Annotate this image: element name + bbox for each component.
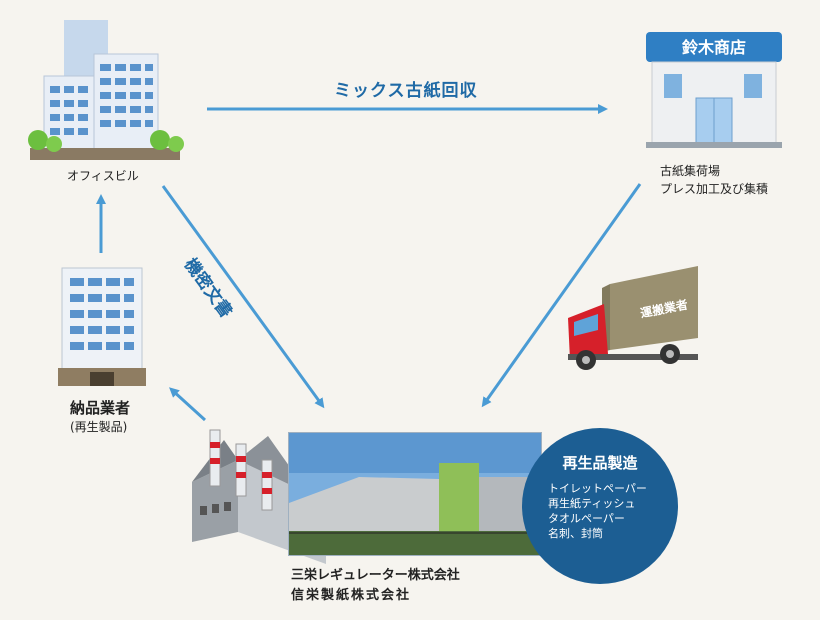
bubble-item: タオルペーパー — [548, 512, 625, 525]
truck-icon — [560, 262, 704, 374]
vendor-building-icon — [56, 264, 148, 388]
recycled-products-bubble: 再生品製造 トイレットペーパー 再生紙ティッシュ タオルペーパー 名刺、封筒 — [522, 428, 678, 584]
arrow-label-mixed: ミックス古紙回収 — [334, 81, 478, 101]
bubble-item: トイレットペーパー — [548, 482, 647, 495]
arrow-shop-to-factory — [481, 183, 642, 408]
office-building-icon — [20, 14, 188, 166]
bubble-title: 再生品製造 — [562, 454, 638, 472]
bubble-item: 名刺、封筒 — [548, 527, 603, 540]
arrow-factory-to-vendor — [169, 387, 207, 422]
office-label: オフィスビル — [67, 169, 139, 183]
shop-caption-1: 古紙集荷場 — [660, 164, 721, 178]
factory-name-2: 信栄製紙株式会社 — [291, 588, 412, 603]
factory-name-1: 三栄レギュレーター株式会社 — [291, 568, 460, 583]
factory-photo — [288, 432, 542, 556]
shop-sign: 鈴木商店 — [681, 38, 746, 57]
shop-caption-2: プレス加工及び集積 — [660, 182, 769, 196]
shop-building-icon — [640, 28, 788, 150]
vendor-label-2: (再生製品) — [70, 420, 128, 434]
vendor-label-1: 納品業者 — [70, 399, 131, 417]
bubble-item: 再生紙ティッシュ — [548, 497, 636, 510]
arrow-office-to-factory — [161, 185, 325, 409]
